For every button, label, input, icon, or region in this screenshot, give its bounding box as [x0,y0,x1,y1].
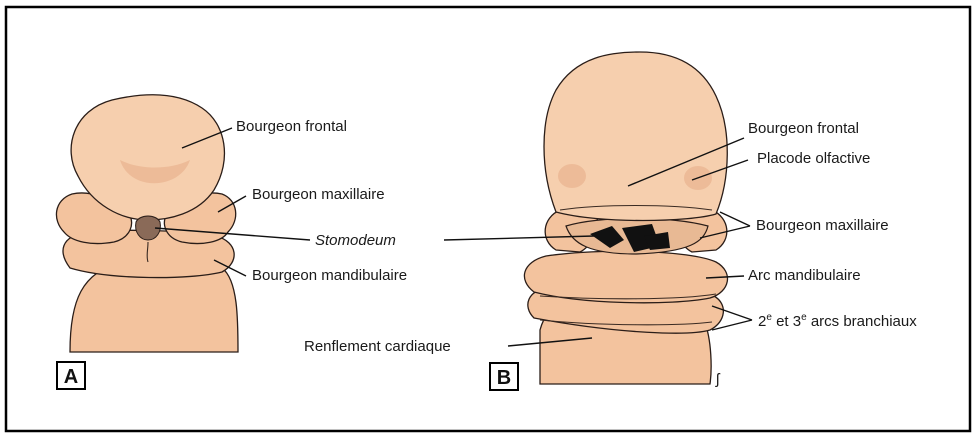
label-b-renflement-cardiaque: Renflement cardiaque [304,338,451,355]
arcs-post: arcs branchiaux [807,313,918,330]
panel-a-letter: A [64,366,78,388]
label-b-arc-mandibulaire: Arc mandibulaire [748,267,861,284]
label-a-bourgeon-frontal: Bourgeon frontal [236,118,347,135]
label-b-placode-olfactive: Placode olfactive [757,150,870,167]
panel-b-letter: B [497,367,511,389]
panel-b-embryo [524,52,727,384]
label-b-bourgeon-maxillaire: Bourgeon maxillaire [756,217,889,234]
label-b-arcs-branchiaux: 2e et 3e arcs branchiaux [758,312,917,330]
panel-a-embryo [56,95,238,352]
label-b-bourgeon-frontal: Bourgeon frontal [748,120,859,137]
arcs-num-2: 2 [758,313,766,330]
label-a-stomodeum: Stomodeum [315,232,396,249]
label-a-bourgeon-mandibulaire: Bourgeon mandibulaire [252,267,407,284]
label-a-bourgeon-maxillaire: Bourgeon maxillaire [252,186,385,203]
arcs-mid: et 3 [772,313,801,330]
